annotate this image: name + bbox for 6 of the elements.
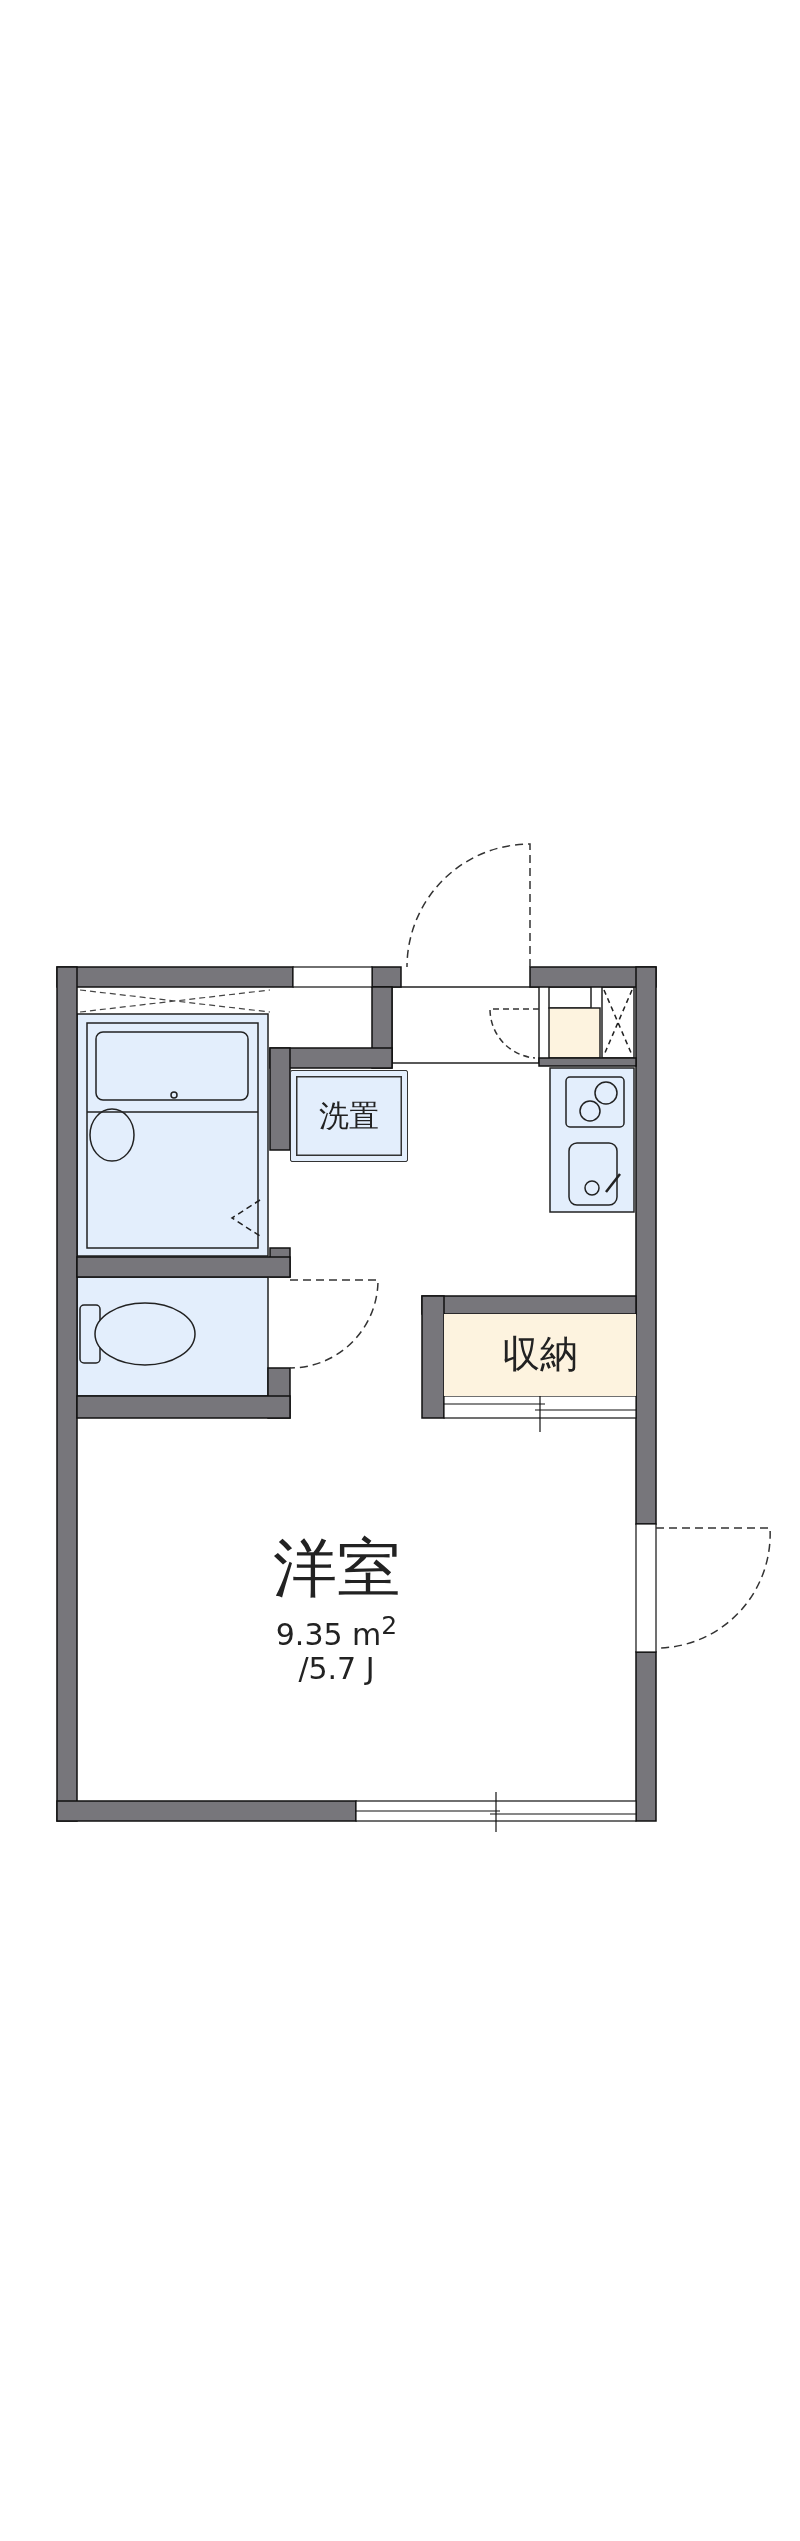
area-label: 9.35 m$^{2}$ /5.7 J [274, 1611, 399, 1687]
washer-space [290, 1070, 408, 1162]
room-label: 洗置 [319, 1098, 379, 1134]
storage-closet [444, 1314, 636, 1396]
room-label: 洋室 [272, 1532, 401, 1606]
room-label: 収納 [502, 1333, 578, 1377]
